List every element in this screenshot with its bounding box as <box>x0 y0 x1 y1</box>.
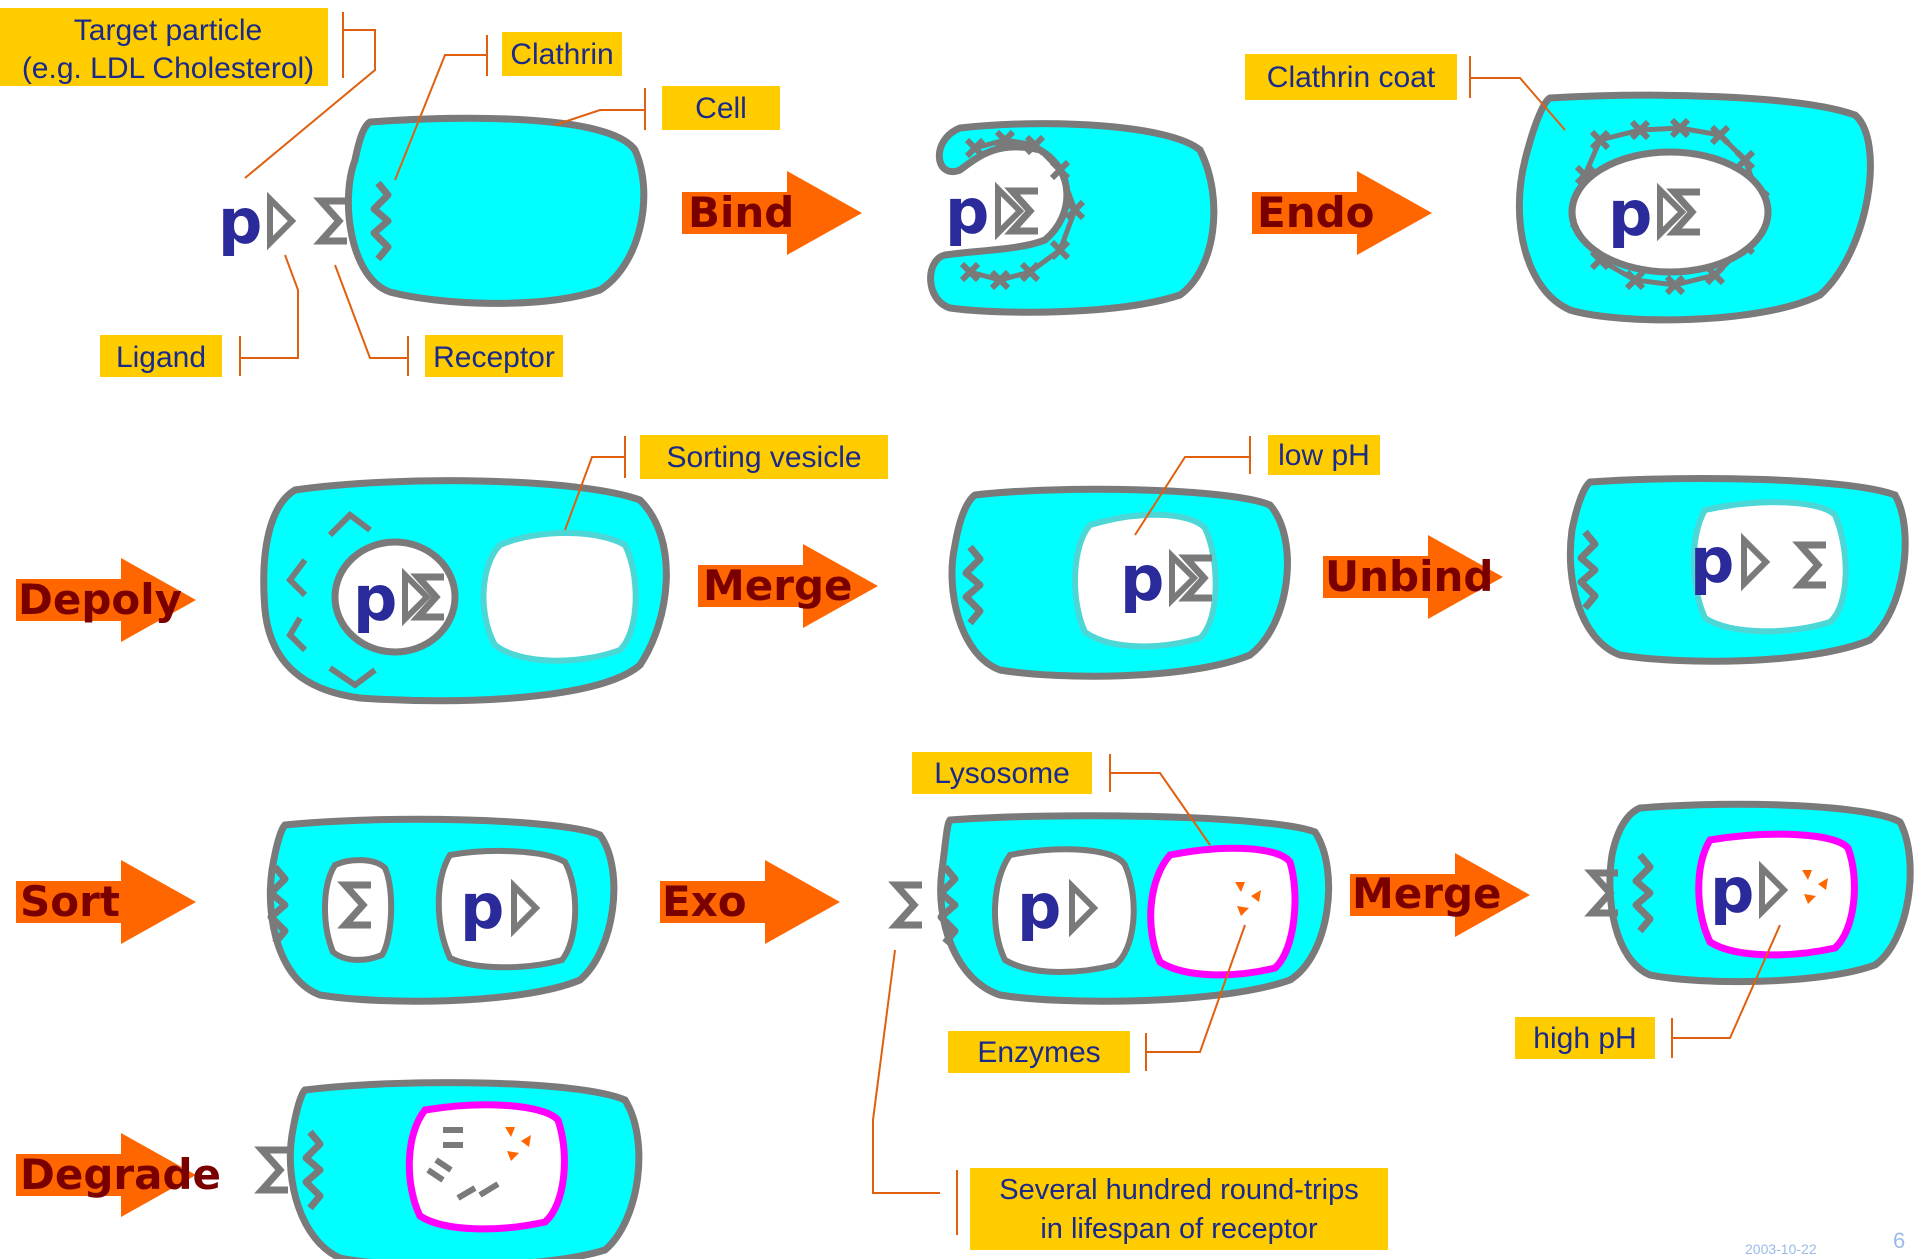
page-number: 6 <box>1893 1228 1905 1253</box>
receptor-icon <box>262 1150 288 1190</box>
high-ph-label-box <box>1515 1017 1655 1059</box>
step-merge-2: Merge <box>1352 869 1502 918</box>
step-degrade: Degrade <box>20 1150 221 1199</box>
particle-p: p <box>1710 854 1754 927</box>
clathrin-label-box <box>502 32 622 76</box>
particle-p: p <box>460 870 504 943</box>
step-exo: Exo <box>662 877 747 926</box>
ligand-vesicle <box>435 847 579 971</box>
cell-label: Cell <box>695 92 747 125</box>
receptor-label-box <box>425 335 563 377</box>
endosome <box>1071 511 1219 650</box>
roundtrips-leader <box>872 949 958 1235</box>
lysosome <box>1147 844 1299 979</box>
high-ph-leader <box>1671 924 1781 1058</box>
step-merge-1: Merge <box>703 561 853 610</box>
enzymes-leader <box>1145 924 1246 1071</box>
lysosome-label-box <box>912 752 1092 794</box>
enzymes-label: Enzymes <box>977 1036 1100 1069</box>
particle-p: p <box>1120 542 1164 615</box>
high-ph-label: high pH <box>1533 1022 1636 1055</box>
particle-p: p <box>1608 177 1652 250</box>
particle-p: p <box>218 185 262 258</box>
sorting-vesicle-label: Sorting vesicle <box>666 441 861 474</box>
clathrin-leader <box>394 35 488 181</box>
low-ph-label: low pH <box>1278 439 1370 472</box>
particle-p: p <box>1690 524 1734 597</box>
roundtrips-label: Several hundred round-trips <box>999 1174 1358 1206</box>
receptor-icon <box>321 201 347 241</box>
endosome <box>1690 499 1849 635</box>
receptor-label: Receptor <box>433 341 555 374</box>
clathrin-coat-leader <box>1469 56 1566 131</box>
particle-p: p <box>1017 870 1061 943</box>
particle-p: p <box>945 175 989 248</box>
roundtrips-label-continued: in lifespan of receptor <box>1040 1213 1318 1245</box>
cell-leader <box>554 88 646 130</box>
particle-p: p <box>353 562 397 635</box>
depolymerized-clathrin-icon <box>286 511 377 689</box>
step-sort: Sort <box>20 877 120 926</box>
target-particle-label-box <box>0 8 328 86</box>
receptor-leader <box>334 264 409 376</box>
enzymes-label-box <box>948 1031 1130 1073</box>
sorting-vesicle <box>480 530 639 664</box>
sorting-vesicle-leader <box>564 436 626 531</box>
roundtrips-label-box <box>970 1168 1388 1250</box>
target-particle-label: Target particle <box>74 14 262 47</box>
footer-date: 2003-10-22 <box>1745 1241 1817 1257</box>
step-depoly: Depoly <box>18 575 182 624</box>
lysosome-leader <box>1109 754 1211 846</box>
cell-label-box <box>662 86 780 130</box>
ligand-vesicle <box>991 846 1137 975</box>
uncoated-vesicle <box>331 538 459 656</box>
lysosome <box>405 1101 568 1233</box>
step-bind: Bind <box>688 188 794 237</box>
receptor-icon <box>896 885 922 925</box>
target-particle-example: (e.g. LDL Cholesterol) <box>22 52 314 85</box>
ligand-label-box <box>100 335 222 377</box>
lysosome-label: Lysosome <box>934 757 1070 790</box>
low-ph-leader <box>1134 436 1251 536</box>
step-unbind: Unbind <box>1325 552 1493 601</box>
cell-1 <box>344 114 648 307</box>
ligand-leader <box>239 254 299 376</box>
step-endo: Endo <box>1257 188 1375 237</box>
ligand-icon <box>270 199 292 243</box>
clathrin-coat-label-box <box>1245 54 1457 100</box>
clathrin-label: Clathrin <box>510 38 613 71</box>
ligand-label: Ligand <box>116 341 206 374</box>
low-ph-label-box <box>1268 435 1380 475</box>
sorting-vesicle-label-box <box>640 435 888 479</box>
coated-vesicle <box>1568 148 1772 276</box>
clathrin-coat-label: Clathrin coat <box>1267 61 1436 94</box>
target-leader <box>244 12 376 179</box>
degraded-fragments-icon <box>426 1127 500 1201</box>
clathrin-pit-icon <box>962 132 1083 288</box>
